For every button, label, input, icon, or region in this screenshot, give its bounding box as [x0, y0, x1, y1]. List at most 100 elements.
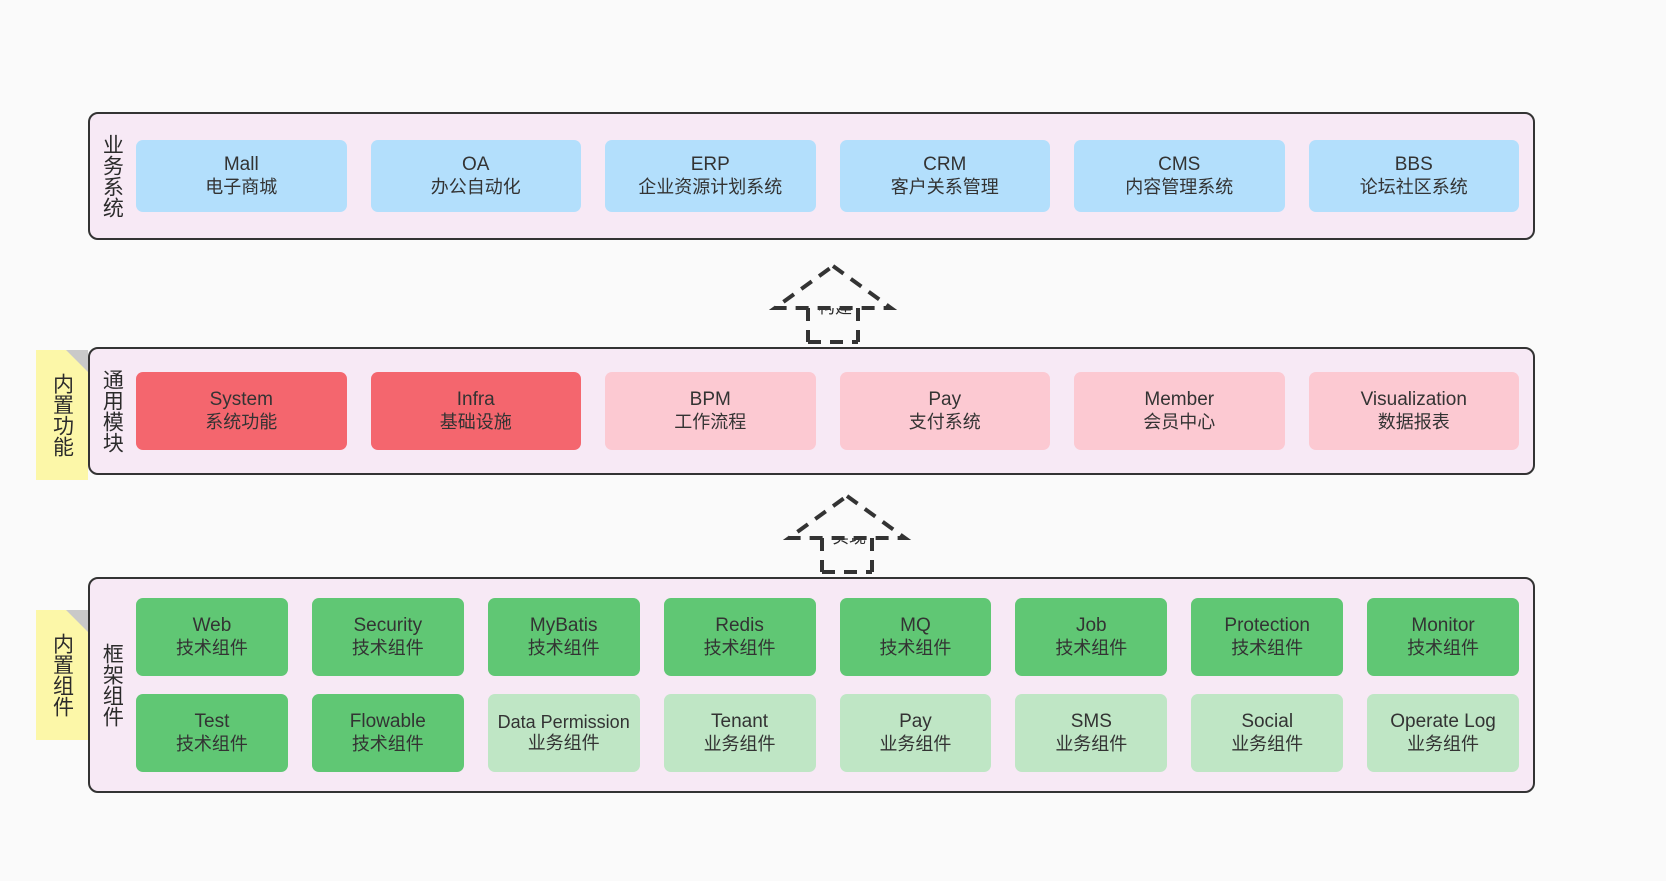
module-box-title: BPM: [689, 389, 731, 411]
component-box-operate-log[interactable]: Operate Log 业务组件: [1367, 694, 1519, 772]
component-box-protection[interactable]: Protection 技术组件: [1191, 598, 1344, 676]
component-box-title: Operate Log: [1390, 711, 1496, 733]
module-box-subtitle: 系统功能: [205, 411, 278, 432]
folded-corner-icon: [66, 610, 88, 632]
component-box-title: Web: [192, 615, 232, 637]
module-box-infra[interactable]: Infra 基础设施: [370, 372, 581, 450]
component-box-web[interactable]: Web 技术组件: [136, 598, 288, 676]
module-box-title: System: [209, 389, 273, 411]
component-box-subtitle: 技术组件: [527, 637, 600, 658]
module-box-erp[interactable]: ERP 企业资源计划系统: [605, 140, 816, 212]
component-box-subtitle: 技术组件: [175, 733, 248, 754]
component-box-mybatis[interactable]: MyBatis 技术组件: [487, 598, 640, 676]
module-box-title: Pay: [928, 389, 962, 411]
component-box-monitor[interactable]: Monitor 技术组件: [1367, 598, 1519, 676]
module-box-title: CMS: [1158, 154, 1201, 176]
module-box-title: OA: [462, 154, 490, 176]
layer-common-module-row: System 系统功能 Infra 基础设施 BPM 工作流程 Pay 支付系统…: [136, 372, 1519, 450]
module-box-title: Visualization: [1360, 389, 1467, 411]
layer-common-module-body: System 系统功能 Infra 基础设施 BPM 工作流程 Pay 支付系统…: [132, 349, 1533, 473]
component-box-test[interactable]: Test 技术组件: [136, 694, 288, 772]
module-box-subtitle: 电子商城: [205, 176, 278, 197]
module-box-subtitle: 论坛社区系统: [1359, 176, 1468, 197]
component-box-title: Tenant: [711, 711, 769, 733]
module-box-subtitle: 数据报表: [1377, 411, 1450, 432]
module-box-subtitle: 客户关系管理: [890, 176, 999, 197]
component-box-redis[interactable]: Redis 技术组件: [663, 598, 816, 676]
component-box-mq[interactable]: MQ 技术组件: [839, 598, 992, 676]
component-box-title: MQ: [900, 615, 931, 637]
component-box-subtitle: 技术组件: [1231, 637, 1304, 658]
component-box-subtitle: 业务组件: [1407, 733, 1480, 754]
sticky-note-builtin-function: 内置功能: [36, 350, 88, 480]
component-box-title: Security: [353, 615, 423, 637]
module-box-title: Mall: [223, 154, 259, 176]
component-box-subtitle: 技术组件: [351, 637, 424, 658]
module-box-oa[interactable]: OA 办公自动化: [370, 140, 581, 212]
layer-framework-component-body: Web 技术组件 Security 技术组件 MyBatis 技术组件 Redi…: [132, 579, 1533, 791]
component-box-subtitle: 业务组件: [527, 733, 600, 753]
module-box-title: CRM: [923, 154, 967, 176]
connector-implement-arrow: [772, 492, 922, 574]
component-box-title: Redis: [715, 615, 764, 637]
component-box-tenant[interactable]: Tenant 业务组件: [663, 694, 816, 772]
component-box-title: Flowable: [349, 711, 426, 733]
component-box-flowable[interactable]: Flowable 技术组件: [311, 694, 464, 772]
sticky-note-label: 内置功能: [50, 373, 74, 457]
module-box-subtitle: 支付系统: [908, 411, 981, 432]
layer-business-system: 业务系统 Mall 电子商城 OA 办公自动化 ERP 企业资源计划系统 CRM…: [88, 112, 1535, 240]
component-box-title: Protection: [1224, 615, 1310, 637]
layer-framework-component-row-tech: Web 技术组件 Security 技术组件 MyBatis 技术组件 Redi…: [136, 598, 1519, 676]
layer-common-module: 通用模块 System 系统功能 Infra 基础设施 BPM 工作流程 Pay…: [88, 347, 1535, 475]
sticky-note-label: 内置组件: [50, 633, 74, 717]
component-box-security[interactable]: Security 技术组件: [311, 598, 464, 676]
component-box-pay[interactable]: Pay 业务组件: [839, 694, 992, 772]
module-box-bbs[interactable]: BBS 论坛社区系统: [1308, 140, 1519, 212]
component-box-title: Job: [1075, 615, 1107, 637]
module-box-crm[interactable]: CRM 客户关系管理: [839, 140, 1050, 212]
component-box-subtitle: 技术组件: [1407, 637, 1480, 658]
component-box-data-permission[interactable]: Data Permission 业务组件: [487, 694, 640, 772]
component-box-subtitle: 技术组件: [703, 637, 776, 658]
module-box-pay[interactable]: Pay 支付系统: [839, 372, 1050, 450]
module-box-title: ERP: [690, 154, 730, 176]
layer-framework-component: 框架组件 Web 技术组件 Security 技术组件 MyBatis 技术组件…: [88, 577, 1535, 793]
component-box-title: Test: [194, 711, 230, 733]
folded-corner-icon: [66, 350, 88, 372]
module-box-bpm[interactable]: BPM 工作流程: [605, 372, 816, 450]
module-box-visualization[interactable]: Visualization 数据报表: [1308, 372, 1519, 450]
component-box-subtitle: 业务组件: [879, 733, 952, 754]
connector-build-arrow: [758, 262, 908, 344]
layer-business-system-body: Mall 电子商城 OA 办公自动化 ERP 企业资源计划系统 CRM 客户关系…: [132, 114, 1533, 238]
module-box-title: Infra: [456, 389, 495, 411]
module-box-member[interactable]: Member 会员中心: [1074, 372, 1285, 450]
layer-business-system-title: 业务系统: [100, 134, 124, 218]
module-box-subtitle: 会员中心: [1143, 411, 1216, 432]
layer-business-system-row: Mall 电子商城 OA 办公自动化 ERP 企业资源计划系统 CRM 客户关系…: [136, 140, 1519, 212]
component-box-subtitle: 技术组件: [1055, 637, 1128, 658]
layer-common-module-title: 通用模块: [100, 369, 124, 453]
component-box-job[interactable]: Job 技术组件: [1015, 598, 1168, 676]
sticky-note-builtin-component: 内置组件: [36, 610, 88, 740]
module-box-title: BBS: [1394, 154, 1433, 176]
component-box-title: Social: [1241, 711, 1294, 733]
module-box-subtitle: 办公自动化: [430, 176, 521, 197]
module-box-system[interactable]: System 系统功能: [136, 372, 347, 450]
component-box-social[interactable]: Social 业务组件: [1191, 694, 1344, 772]
component-box-title: SMS: [1070, 711, 1112, 733]
component-box-subtitle: 技术组件: [175, 637, 248, 658]
component-box-title: MyBatis: [529, 615, 598, 637]
module-box-title: Member: [1144, 389, 1215, 411]
module-box-cms[interactable]: CMS 内容管理系统: [1074, 140, 1285, 212]
module-box-subtitle: 内容管理系统: [1125, 176, 1234, 197]
component-box-subtitle: 业务组件: [1055, 733, 1128, 754]
component-box-subtitle: 技术组件: [351, 733, 424, 754]
layer-framework-component-title: 框架组件: [100, 643, 124, 727]
module-box-subtitle: 企业资源计划系统: [638, 176, 783, 197]
component-box-title: Data Permission: [497, 711, 630, 732]
component-box-sms[interactable]: SMS 业务组件: [1015, 694, 1168, 772]
module-box-subtitle: 工作流程: [674, 411, 747, 432]
module-box-mall[interactable]: Mall 电子商城: [136, 140, 347, 212]
component-box-subtitle: 业务组件: [1231, 733, 1304, 754]
